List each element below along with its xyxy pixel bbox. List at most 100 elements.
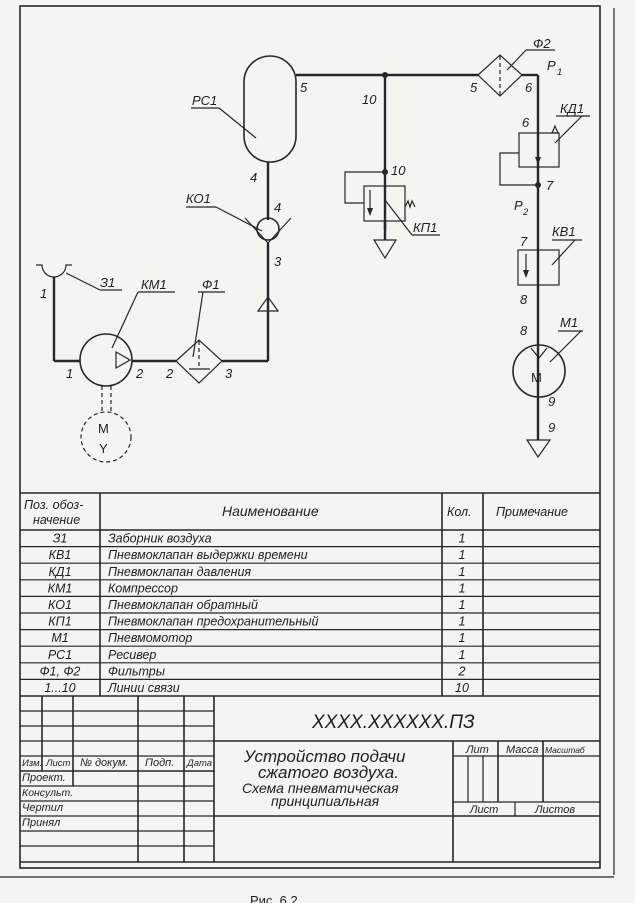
cell-qty: 1 (459, 598, 466, 612)
exhaust-icon (372, 239, 398, 260)
col-sign: Подп. (145, 757, 174, 769)
receiver-port-4: 4 (250, 170, 257, 185)
drive-motor-m: M (98, 421, 109, 436)
check-valve-icon (256, 217, 280, 241)
filter1-port-out: 3 (225, 366, 233, 381)
sheets-label: Листов (534, 804, 575, 816)
cell-qty: 1 (459, 548, 466, 562)
compressor-icon (79, 333, 133, 387)
cell-pos: Ф1, Ф2 (40, 664, 81, 678)
receiver-tank-icon (243, 55, 297, 163)
cell-pos: КМ1 (48, 581, 73, 595)
row-prinyal: Принял (22, 817, 60, 829)
header-qty: Кол. (447, 505, 472, 519)
m1-port-out: 9 (548, 394, 555, 409)
receiver-rc1: РС1 5 4 (191, 55, 308, 185)
schematic: РС1 5 4 10 10 КП1 (36, 36, 590, 463)
cell-pos: КП1 (48, 615, 71, 629)
cell-pos: 1...10 (44, 681, 75, 695)
filter-icon (175, 339, 223, 384)
air-motor-m1: 8 M М1 9 9 (512, 315, 583, 459)
m1-exhaust-label: 9 (548, 420, 555, 435)
air-intake-z1: З1 1 (36, 264, 122, 301)
lit-label: Лит (465, 744, 489, 756)
cell-qty: 1 (459, 581, 466, 595)
cell-qty: 1 (459, 631, 466, 645)
title-block: Изм. Лист № докум. Подп. Дата Проект. Ко… (20, 695, 600, 863)
cell-qty: 10 (455, 681, 469, 695)
kv1-port-out: 8 (520, 292, 528, 307)
header-pos-2: начение (33, 513, 80, 527)
table-row: КД1 Пневмоклапан давления 1 (48, 565, 465, 579)
col-date: Дата (186, 758, 212, 769)
cell-pos: З1 (53, 532, 68, 546)
table-row: КП1 Пневмоклапан предохранительный 1 (48, 615, 465, 629)
filter-icon (477, 54, 523, 97)
row-proekt: Проект. (22, 772, 66, 784)
figure-caption: Рис. 6.2 (250, 893, 298, 903)
m1-label: М1 (560, 315, 578, 330)
spec-table: Поз. обоз- начение Наименование Кол. При… (20, 492, 600, 696)
table-row: КВ1 Пневмоклапан выдержки времени 1 (49, 548, 466, 562)
cell-name: Линии связи (107, 681, 180, 695)
cell-name: Пневмоклапан давления (108, 565, 251, 579)
kd1-port-out: 7 (546, 178, 554, 193)
mass-label: Масса (506, 744, 539, 756)
title-line-2: сжатого воздуха. (258, 763, 399, 782)
cell-name: Заборник воздуха (108, 532, 212, 546)
check-valve-port-in: 3 (274, 254, 282, 269)
cell-name: Ресивер (108, 648, 156, 662)
cell-pos: КД1 (48, 565, 71, 579)
header-note: Примечание (496, 505, 568, 519)
kv1-label: КВ1 (552, 224, 576, 239)
title-line-4: принципиальная (271, 793, 380, 809)
table-row: З1 Заборник воздуха 1 (53, 532, 466, 546)
filter1-label: Ф1 (202, 277, 220, 292)
col-izm: Изм. (22, 758, 42, 769)
check-valve-port-out: 4 (274, 200, 281, 215)
receiver-label: РС1 (192, 93, 217, 108)
compressor-port-out: 2 (135, 366, 144, 381)
cell-pos: КВ1 (49, 548, 72, 562)
flow-direction-icon (256, 295, 280, 312)
filter2-port-in: 5 (470, 80, 478, 95)
row-chertil: Чертил (22, 802, 63, 814)
cell-name: Пневмомотор (108, 631, 192, 645)
title-line-3: Схема пневматическая (242, 780, 399, 796)
cell-qty: 1 (459, 615, 466, 629)
filter-f1: Ф1 2 3 (165, 277, 233, 384)
row-konsult: Консульт. (22, 787, 73, 799)
safety-valve-kp1: 10 КП1 (344, 163, 440, 260)
safety-valve-label: КП1 (413, 220, 437, 235)
pressure-p1-sub: 1 (557, 67, 562, 78)
cell-qty: 1 (459, 532, 466, 546)
table-row: 1...10 Линии связи 10 (44, 681, 469, 695)
spring-icon (404, 199, 416, 209)
drive-motor-icon (80, 411, 132, 463)
filter2-label: Ф2 (533, 36, 551, 51)
col-doc: № докум. (80, 757, 128, 769)
doc-code: XXXX.XXXXXX.ПЗ (311, 712, 475, 733)
drive-motor-y: Y (99, 441, 108, 456)
motor-icon (512, 344, 566, 398)
receiver-port-5: 5 (300, 80, 308, 95)
cell-pos: РС1 (48, 648, 72, 662)
filter1-port-in: 2 (165, 366, 174, 381)
scale-label: Масштаб (545, 745, 586, 755)
cell-qty: 2 (458, 664, 466, 678)
cell-name: Пневмоклапан обратный (108, 598, 258, 612)
line-10-label: 10 (362, 92, 377, 107)
col-list: Лист (45, 758, 71, 769)
cell-name: Пневмоклапан выдержки времени (108, 548, 308, 562)
cell-name: Пневмоклапан предохранительный (108, 615, 318, 629)
header-pos: Поз. обоз- (24, 498, 83, 512)
cell-qty: 1 (459, 565, 466, 579)
intake-label: З1 (100, 275, 115, 290)
pressure-valve-kd1: 6 КД1 7 P 2 (499, 101, 590, 218)
sheet-frame (0, 5, 615, 878)
